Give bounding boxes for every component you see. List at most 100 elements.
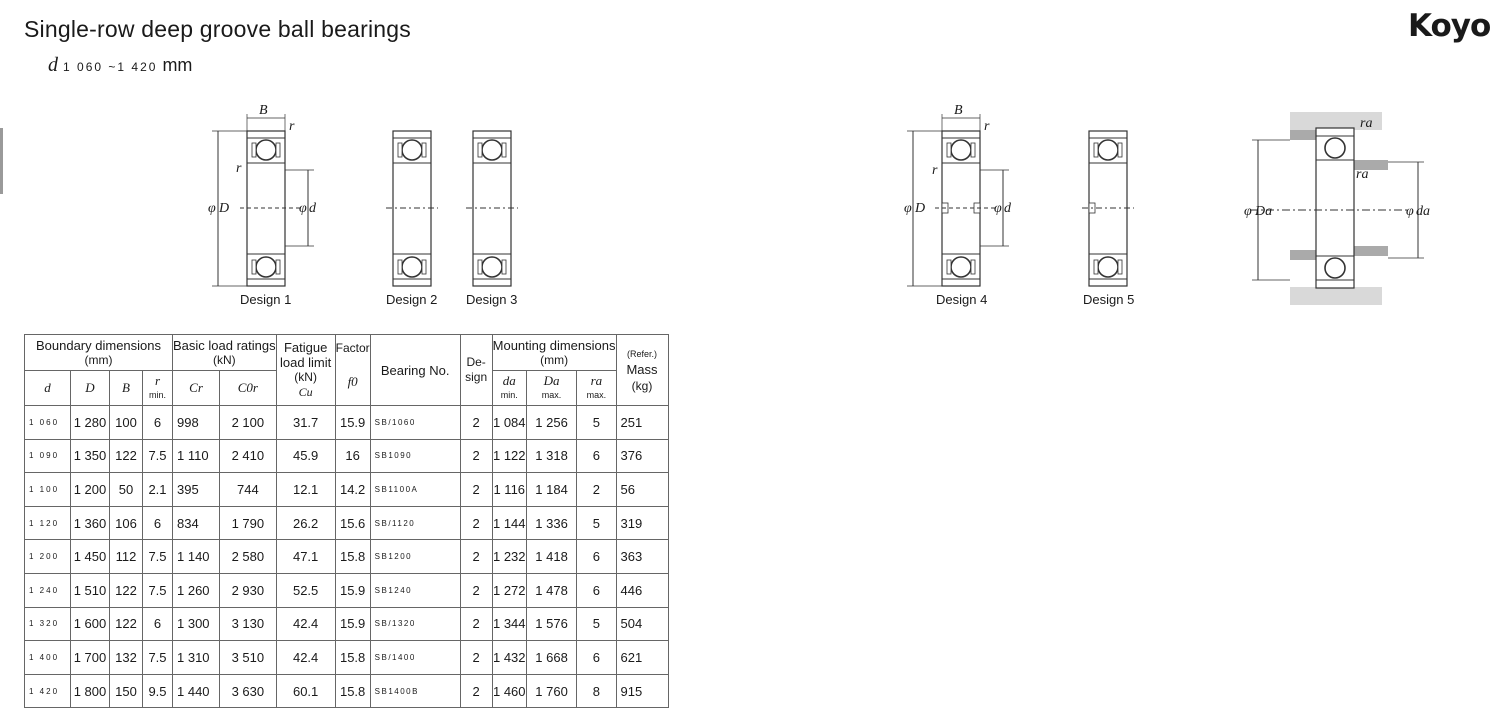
cell-d: 1 320 xyxy=(24,606,71,642)
cell-da: 1 084 xyxy=(491,405,527,440)
subtitle-range: 1 060 ~1 420 xyxy=(63,60,158,74)
cell-C0r: 3 510 xyxy=(219,640,277,675)
subtitle-symbol: d xyxy=(48,54,58,76)
cell-B: 122 xyxy=(109,606,143,642)
cell-B: 112 xyxy=(109,539,143,574)
cell-Da: 1 760 xyxy=(525,673,578,709)
mounting-da-label: da xyxy=(1416,204,1430,219)
cell-r: 7.5 xyxy=(142,539,173,574)
design-4-phi-d: φ xyxy=(994,201,1002,216)
cell-ra: 6 xyxy=(576,640,617,675)
cell-mass: 376 xyxy=(615,438,669,474)
cell-Cr: 1 300 xyxy=(171,606,221,642)
table-header-row-2: d D B r min. Cr C0r da min. Da max. ra m… xyxy=(24,370,669,406)
cell-Da: 1 576 xyxy=(525,606,578,642)
cell-da: 1 116 xyxy=(491,472,527,507)
sub-r-note: min. xyxy=(148,390,166,400)
header-boundary-title: Boundary dimensions xyxy=(35,337,162,353)
header-mass-unit: (kg) xyxy=(631,379,653,393)
header-factor: Factor f0 xyxy=(334,334,371,406)
cell-D: 1 600 xyxy=(70,606,110,642)
header-boundary-unit: (mm) xyxy=(84,352,113,367)
sub-ra: ra max. xyxy=(576,370,617,406)
cell-da: 1 344 xyxy=(491,606,527,642)
cell-d: 1 420 xyxy=(24,673,71,709)
header-mass-title: Mass xyxy=(626,362,658,377)
mounting-diagram xyxy=(1250,112,1424,305)
cell-D: 1 450 xyxy=(70,539,110,574)
sub-Da: Da max. xyxy=(525,370,578,406)
sub-r: r min. xyxy=(142,370,173,406)
subtitle-unit: mm xyxy=(162,55,193,75)
cell-da: 1 144 xyxy=(491,505,527,541)
design-2-drawing xyxy=(386,130,438,287)
cell-C0r: 2 930 xyxy=(219,572,277,608)
design-1-r-label: r xyxy=(289,119,295,134)
header-fatigue: Fatigue load limit (kN) Cu xyxy=(275,334,336,406)
header-boundary: Boundary dimensions (mm) xyxy=(24,334,173,371)
cell-da: 1 432 xyxy=(491,640,527,675)
spec-table: Boundary dimensions (mm) Basic load rati… xyxy=(24,334,669,709)
design-4-B-label: B xyxy=(954,103,963,118)
cell-mass: 446 xyxy=(615,572,669,608)
design-1-D-label: D xyxy=(218,201,229,216)
sub-r-sym: r xyxy=(154,373,161,388)
sub-ra-sym: ra xyxy=(590,373,603,388)
header-load: Basic load ratings (kN) xyxy=(172,334,277,371)
design-1-phi-D: φ xyxy=(208,201,216,216)
cell-d: 1 120 xyxy=(24,505,71,541)
cell-des: 2 xyxy=(459,539,493,574)
header-mass-ref: (Refer.) xyxy=(626,349,657,359)
cell-mass: 504 xyxy=(615,606,669,642)
cell-da: 1 460 xyxy=(491,673,527,709)
header-mounting-title: Mounting dimensions xyxy=(492,337,616,353)
cell-d: 1 090 xyxy=(24,438,71,474)
cell-des: 2 xyxy=(459,640,493,675)
design-4-d-label: d xyxy=(1004,201,1012,216)
mounting-phi-da: φ xyxy=(1406,204,1414,219)
sub-C0r: C0r xyxy=(219,370,277,406)
cell-des: 2 xyxy=(459,472,493,507)
mounting-ra-mid: ra xyxy=(1356,167,1368,182)
sub-B: B xyxy=(109,370,143,406)
sub-Da-sym: Da xyxy=(543,373,560,388)
cell-d: 1 240 xyxy=(24,572,71,608)
cell-Cu: 52.5 xyxy=(275,572,336,608)
cell-mass: 363 xyxy=(615,539,669,574)
sub-ra-note: max. xyxy=(586,390,607,400)
header-factor-sym: f0 xyxy=(347,374,358,389)
sub-da-sym: da xyxy=(502,373,516,388)
cell-d: 1 200 xyxy=(24,539,71,574)
design-4-phi-D: φ xyxy=(904,201,912,216)
cell-Cu: 26.2 xyxy=(275,505,336,541)
bearing-drawings: B r r φ D φ d Design 1 Design 2 Design 3… xyxy=(208,103,1430,307)
design-3-drawing xyxy=(466,130,518,287)
cell-mass: 251 xyxy=(615,405,669,440)
cell-mass: 621 xyxy=(615,640,669,675)
cell-C0r: 1 790 xyxy=(219,505,277,541)
cell-Cu: 60.1 xyxy=(275,673,336,709)
mounting-Da-label: Da xyxy=(1254,204,1272,219)
design-1-drawing xyxy=(212,114,314,287)
cell-des: 2 xyxy=(459,438,493,474)
design-1-label: Design 1 xyxy=(240,292,291,307)
cell-des: 2 xyxy=(459,405,493,440)
cell-f0: 16 xyxy=(334,438,371,474)
cell-Cr: 1 110 xyxy=(171,438,221,474)
cell-ra: 5 xyxy=(576,505,617,541)
cell-mass: 56 xyxy=(615,472,669,507)
design-5-label: Design 5 xyxy=(1083,292,1134,307)
header-bearing-no: Bearing No. xyxy=(369,334,461,406)
cell-f0: 15.8 xyxy=(334,640,371,675)
design-1-d-label: d xyxy=(309,201,317,216)
cell-no: SB1090 xyxy=(369,438,461,474)
sub-d: d xyxy=(24,370,71,406)
design-4-D-label: D xyxy=(914,201,925,216)
design-4-r-inner-label: r xyxy=(932,163,938,178)
header-factor-title: Factor xyxy=(335,341,370,355)
cell-no: SB1200 xyxy=(369,539,461,574)
